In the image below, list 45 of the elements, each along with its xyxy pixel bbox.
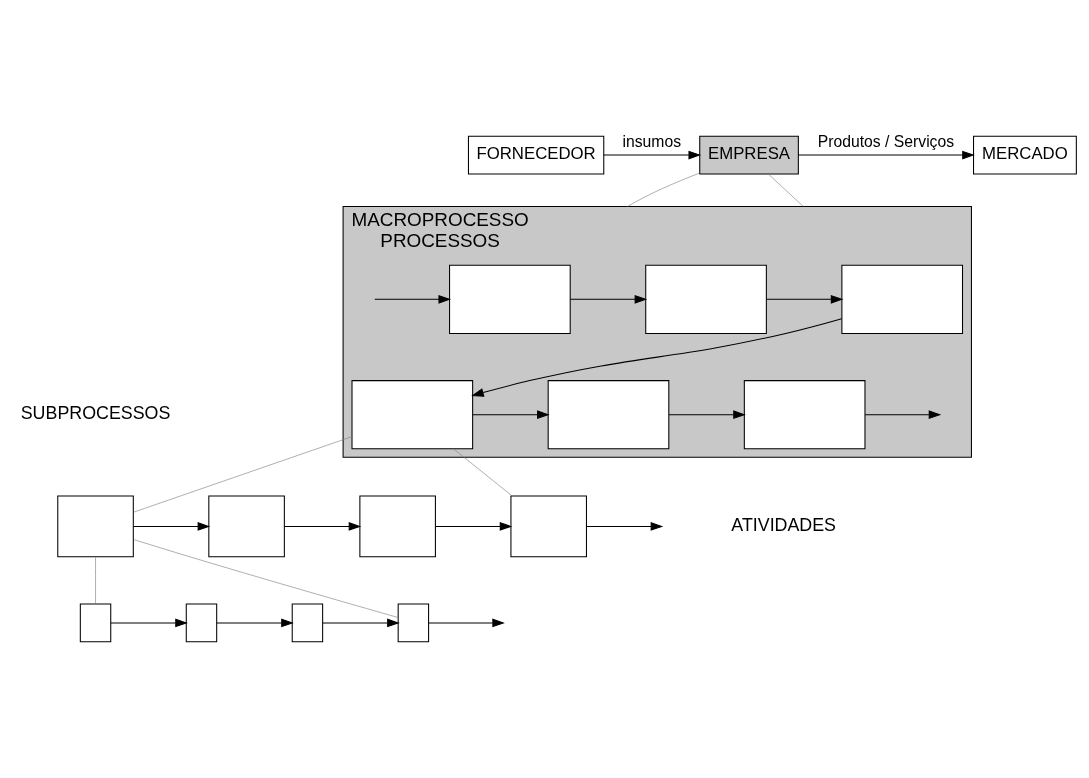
node-box	[547, 380, 670, 450]
arrow	[472, 410, 550, 420]
node-box: FORNECEDOR	[467, 135, 605, 175]
edge-label: Produtos / Serviços	[817, 132, 955, 150]
node-box	[351, 380, 474, 450]
arrow	[586, 522, 664, 531]
arrow	[766, 294, 844, 304]
label: ATIVIDADES	[731, 514, 837, 535]
connector	[133, 539, 399, 618]
node-box	[743, 380, 866, 450]
connector	[768, 173, 804, 207]
label: SUBPROCESSOS	[20, 403, 171, 423]
arrow	[110, 618, 188, 628]
node-box	[291, 603, 324, 643]
node-box	[841, 264, 964, 334]
arrow	[284, 522, 362, 531]
node-box	[185, 603, 218, 643]
arrow	[668, 410, 746, 420]
edge-label: insumos	[622, 132, 682, 150]
arrow	[864, 410, 942, 420]
node-box	[208, 495, 285, 558]
arrow	[428, 618, 505, 628]
connector	[95, 557, 96, 605]
node-box	[449, 264, 571, 334]
node-box	[397, 603, 430, 643]
arrow	[471, 318, 843, 397]
cluster: MACROPROCESSO PROCESSOS	[342, 205, 972, 458]
node-box	[359, 495, 436, 558]
connector	[133, 436, 353, 513]
arrow	[322, 618, 400, 628]
node-box: MERCADO	[973, 135, 1077, 175]
node-box	[645, 264, 767, 334]
node-box: EMPRESA	[699, 135, 799, 175]
connector	[453, 448, 513, 496]
arrow	[603, 150, 702, 160]
arrow	[133, 522, 211, 531]
arrow	[797, 150, 975, 160]
node-box	[510, 495, 587, 558]
node-box	[57, 495, 134, 558]
arrow	[216, 618, 294, 628]
node-box	[79, 603, 112, 643]
arrow	[569, 294, 648, 304]
connector	[627, 172, 700, 207]
arrow	[374, 294, 452, 304]
arrow	[435, 522, 513, 531]
